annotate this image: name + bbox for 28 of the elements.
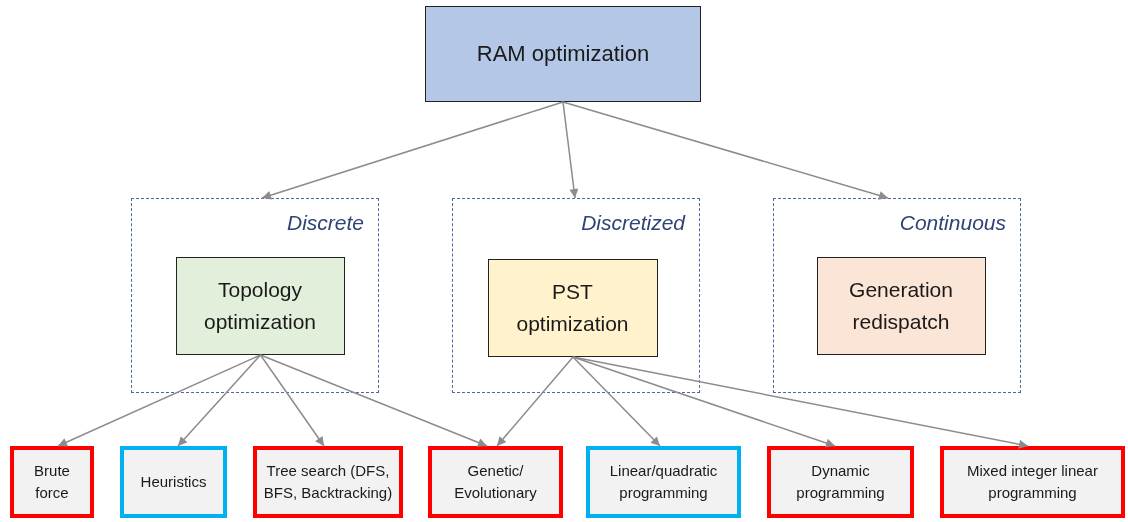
category-box xyxy=(131,198,379,393)
arrow xyxy=(259,354,325,447)
method-box: Generation redispatch xyxy=(816,256,986,355)
arrow xyxy=(496,356,574,447)
arrow xyxy=(562,101,889,200)
arrow xyxy=(562,101,579,199)
algorithm-box: Mixed integer linear programming xyxy=(940,446,1125,518)
arrow xyxy=(259,354,488,447)
algorithm-box: Tree search (DFS, BFS, Backtracking) xyxy=(253,446,403,518)
arrow xyxy=(572,356,661,447)
algorithm-box: Linear/quadratic programming xyxy=(586,446,741,518)
method-box: Topology optimization xyxy=(175,256,345,355)
category-title: Continuous xyxy=(899,211,1006,235)
root-box: RAM optimization xyxy=(425,6,701,102)
arrow xyxy=(572,356,836,448)
arrow xyxy=(57,354,262,447)
arrow xyxy=(261,101,564,200)
algorithm-box: Brute force xyxy=(10,446,94,518)
category-box xyxy=(773,198,1021,393)
category-box xyxy=(452,198,700,393)
algorithm-box: Heuristics xyxy=(120,446,227,518)
algorithm-box: Genetic/ Evolutionary xyxy=(428,446,563,518)
category-title: Discrete xyxy=(286,211,364,235)
algorithm-box: Dynamic programming xyxy=(767,446,914,518)
category-title: Discretized xyxy=(581,211,685,235)
arrow xyxy=(177,354,262,447)
arrow xyxy=(572,356,1029,449)
method-box: PST optimization xyxy=(487,258,658,357)
